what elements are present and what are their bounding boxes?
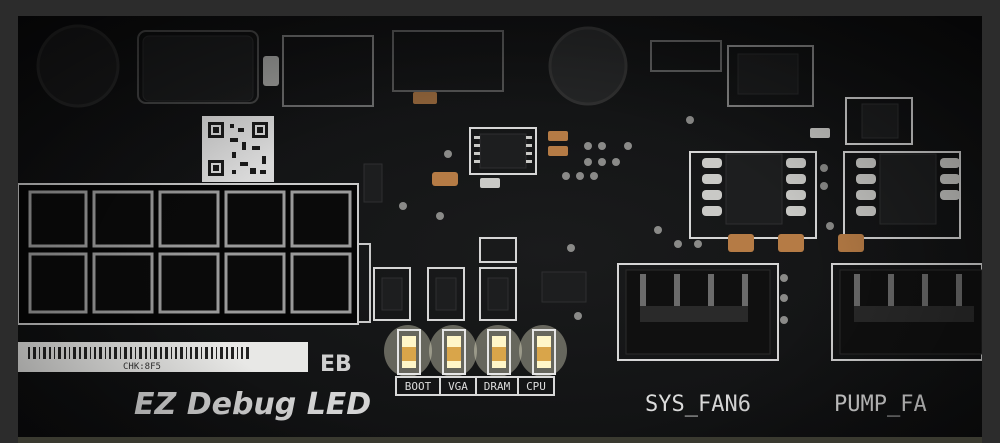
middle-ics: [363, 127, 620, 220]
barcode-sticker: CHK:8F5: [18, 342, 308, 372]
top-components: [36, 24, 814, 108]
motherboard-pcb: CHK:8F5 ЕВ: [18, 16, 982, 443]
qr-code: [202, 116, 274, 182]
vga-label: VGA: [448, 380, 468, 393]
silk-mark: ЕВ: [320, 352, 352, 377]
sticker-text: CHK:8F5: [123, 362, 161, 372]
fan-header-pump-fan: PUMP_FA: [831, 263, 982, 417]
pcb-drawing: CHK:8F5 ЕВ: [18, 24, 982, 422]
boot-label: BOOT: [405, 380, 432, 393]
ez-debug-led-label: EZ Debug LED: [134, 387, 371, 422]
sys-fan6-label: SYS_FAN6: [645, 392, 751, 417]
bottom-edge: [18, 437, 982, 443]
fan-header-sys-fan6: SYS_FAN6: [617, 263, 779, 417]
power-connector: [18, 183, 371, 325]
right-mosfets: [689, 97, 961, 252]
cpu-label: CPU: [526, 380, 546, 393]
debug-led-area: BOOT VGA DRAM CPU: [373, 237, 587, 396]
dram-label: DRAM: [484, 380, 511, 393]
led-labels: BOOT VGA DRAM CPU: [395, 376, 555, 396]
pump-fan-label: PUMP_FA: [834, 392, 927, 417]
